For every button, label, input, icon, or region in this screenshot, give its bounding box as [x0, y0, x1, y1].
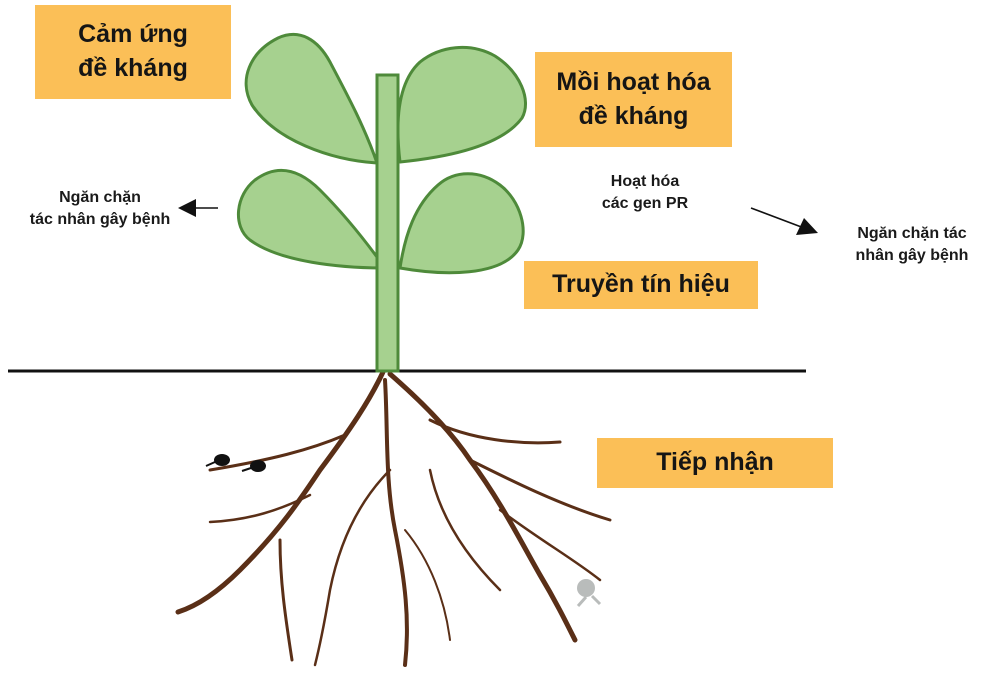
root-system [178, 372, 610, 665]
label-tiep-nhan-text: Tiếp nhận [656, 446, 774, 480]
root-branch-left-low [280, 540, 292, 660]
note-left-ngan-chan: Ngăn chặn tác nhân gây bệnh [12, 187, 188, 232]
root-main-right [390, 374, 575, 640]
note-left-line1: Ngăn chặn [12, 187, 188, 209]
root-branch-center-fine [405, 530, 450, 640]
microbe-dark-2 [250, 460, 266, 472]
leaf-bottom-right [400, 174, 523, 273]
root-branch-center-left [315, 470, 390, 665]
leaf-bottom-left [238, 170, 385, 268]
label-cam-ung-de-khang: Cảm ứng đề kháng [35, 5, 231, 99]
note-pr-line1: Hoạt hóa [585, 171, 705, 193]
note-right-ngan-chan: Ngăn chặn tác nhân gây bệnh [838, 223, 986, 268]
leaf-top-right [398, 47, 526, 162]
label-tiep-nhan: Tiếp nhận [597, 438, 833, 488]
label-cam-ung-line1: Cảm ứng [78, 18, 188, 52]
microbe-dark-1 [214, 454, 230, 466]
label-truyen-tin-hieu: Truyền tín hiệu [524, 261, 758, 309]
leaf-top-left [246, 34, 377, 163]
label-moi-hoat-hoa: Mồi hoạt hóa đề kháng [535, 52, 732, 147]
root-main-center [385, 380, 407, 665]
label-moi-hoat-hoa-line2: đề kháng [556, 100, 710, 134]
arrow-right-shaft [751, 208, 804, 228]
note-right-line2: nhân gây bệnh [838, 245, 986, 267]
label-moi-hoat-hoa-line1: Mồi hoạt hóa [556, 66, 710, 100]
note-right-line1: Ngăn chặn tác [838, 223, 986, 245]
note-hoat-hoa-gen-pr: Hoạt hóa các gen PR [585, 171, 705, 216]
note-left-line2: tác nhân gây bệnh [12, 209, 188, 231]
label-truyen-tin-hieu-text: Truyền tín hiệu [552, 268, 730, 302]
stem [377, 75, 398, 371]
microbe-grey [577, 579, 595, 597]
note-pr-line2: các gen PR [585, 193, 705, 215]
label-cam-ung-line2: đề kháng [78, 52, 188, 86]
root-branch-right-low [500, 510, 600, 580]
